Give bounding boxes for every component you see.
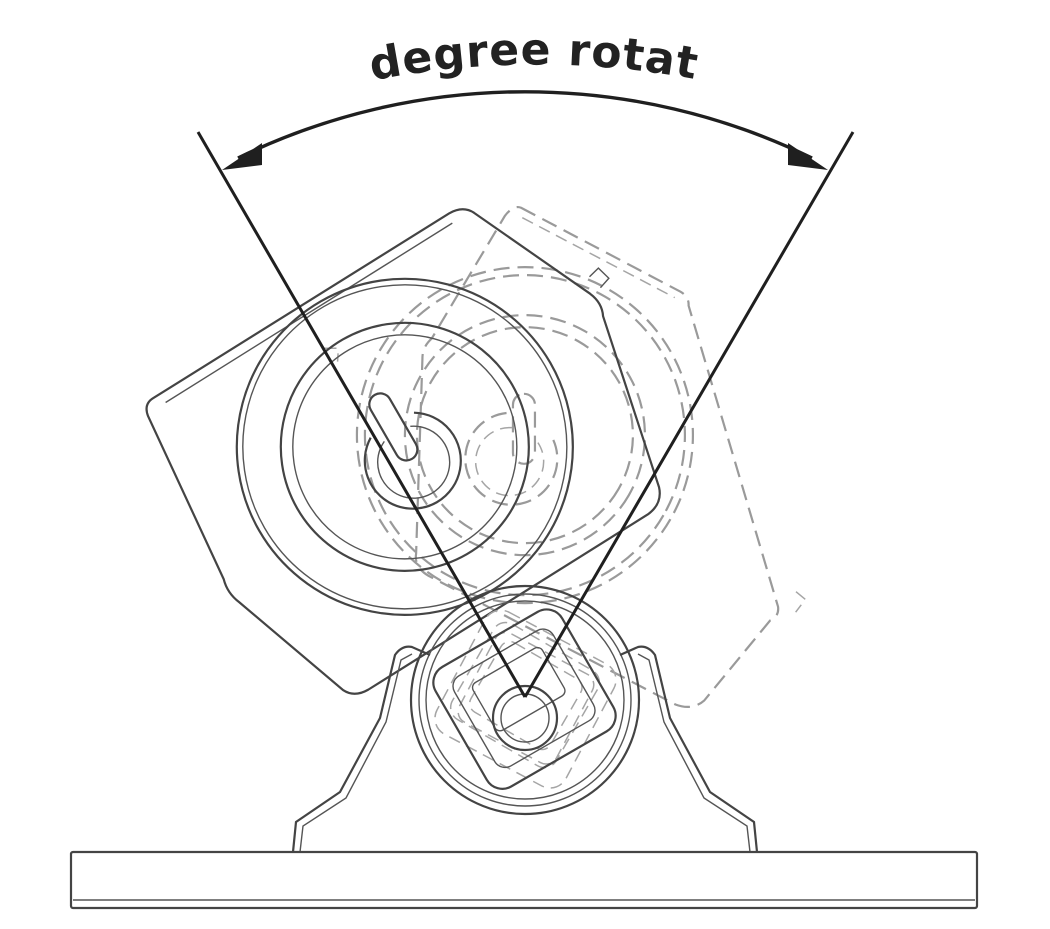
rotation-label-text: 60-degree rotation [0,0,701,91]
rotation-arrowhead-left [222,143,262,170]
mount-bracket [291,645,759,853]
power-icon [363,392,462,510]
base-plate [69,850,979,910]
rotation-arrowhead-right [788,143,828,170]
rotation-label: 60-degree rotation [0,0,702,91]
rotation-ray-right [523,131,855,698]
device-current [145,208,661,695]
rotation-ray-left [196,131,527,698]
device-housing [145,208,661,695]
pivot-socket [432,608,617,790]
rotation-arc [237,90,813,160]
ghost-lens-rings [355,266,695,605]
rotation-indicator [196,90,855,698]
ghost-housing [324,205,807,708]
pivot-joint [409,584,641,816]
